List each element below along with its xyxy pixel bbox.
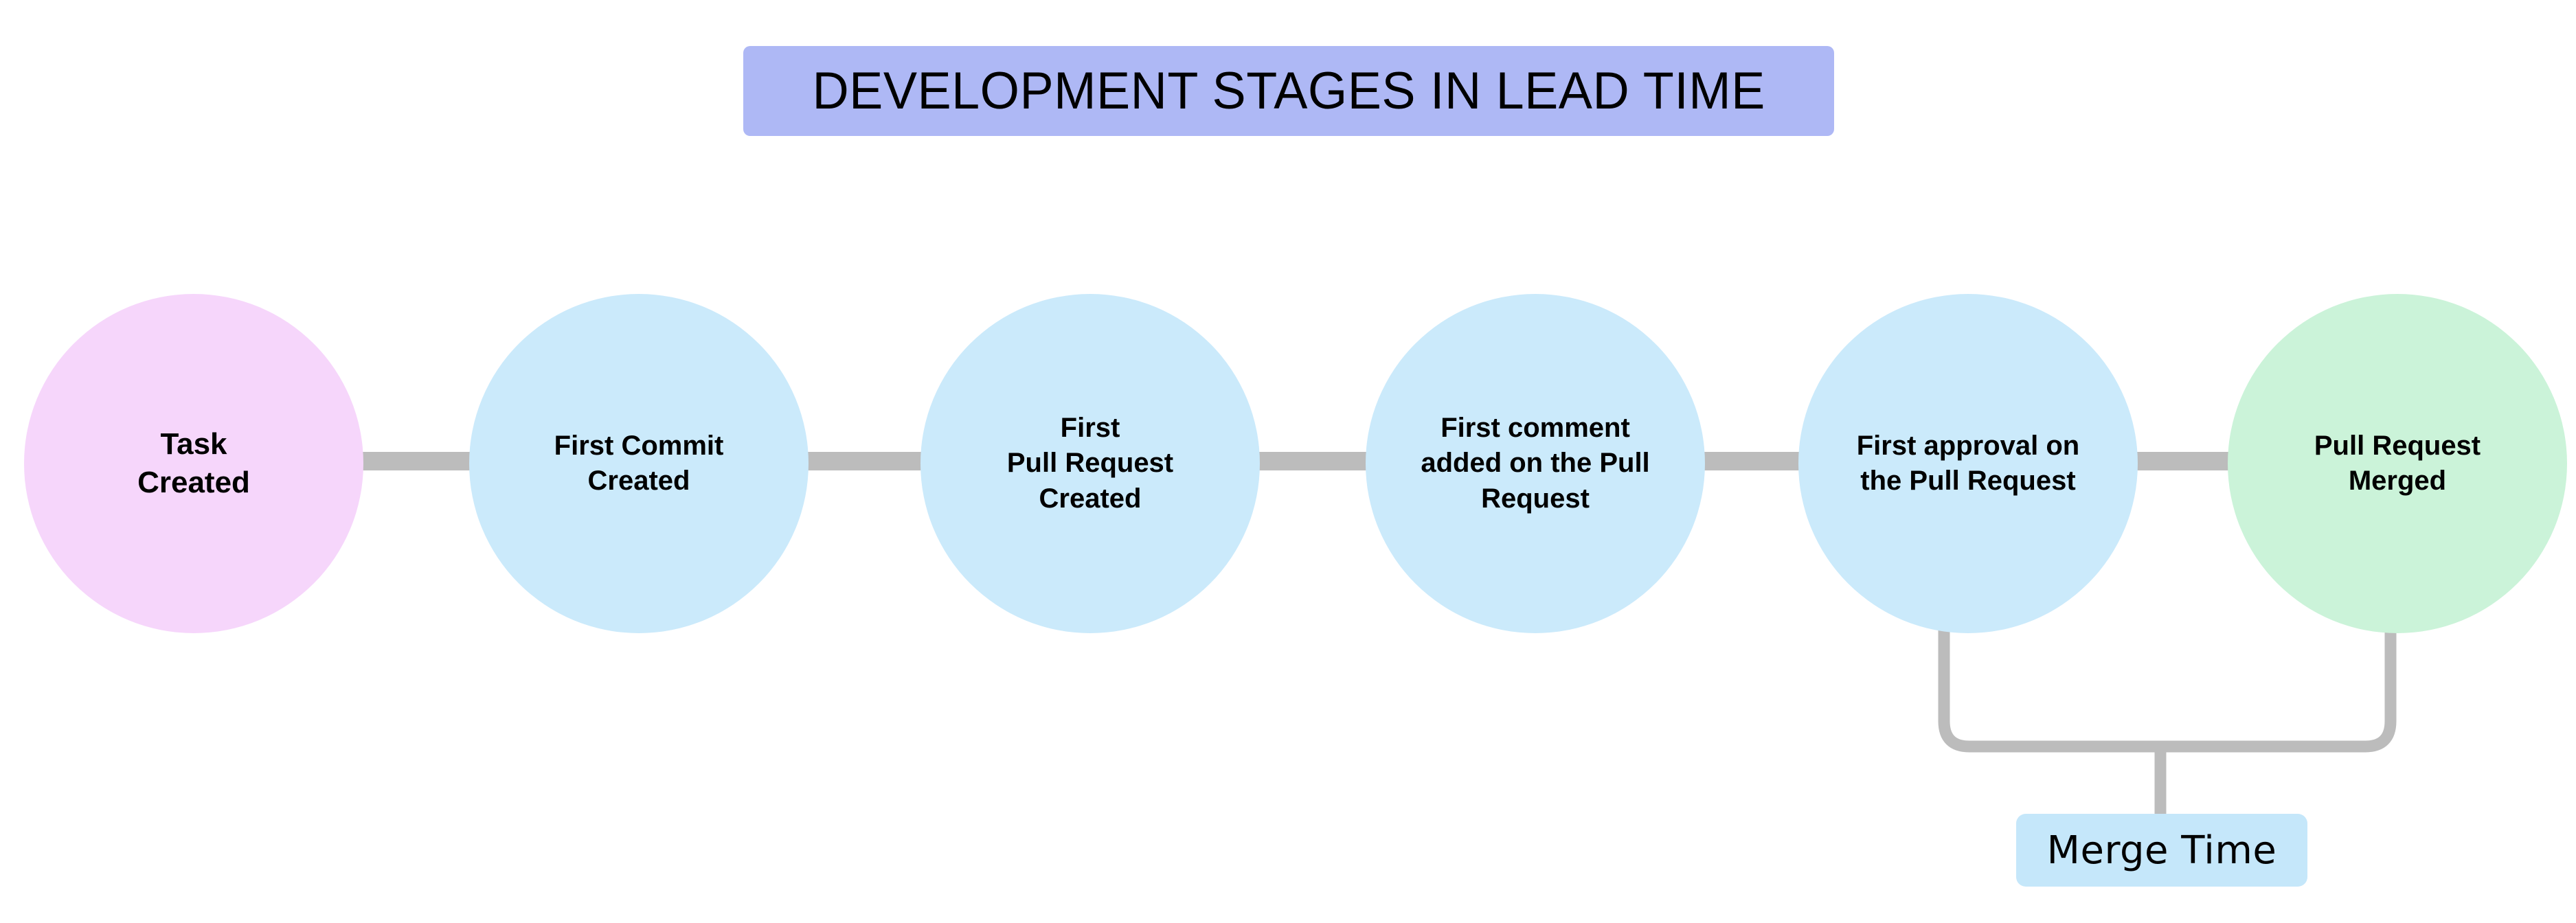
connector-commit-to-pr	[793, 452, 936, 470]
stage-node-first-approval[interactable]: First approval on the Pull Request	[1798, 294, 2138, 633]
connector-comment-to-approval	[1690, 452, 1814, 470]
merge-time-label: Merge Time	[2046, 828, 2277, 873]
connector-task-to-commit	[347, 452, 484, 470]
merge-time-badge[interactable]: Merge Time	[2016, 814, 2307, 887]
merge-time-bracket	[1938, 618, 2397, 817]
stage-node-first-comment-added[interactable]: First comment added on the Pull Request	[1366, 294, 1705, 633]
stage-label-task-created: Task Created	[137, 426, 250, 499]
stage-label-first-approval: First approval on the Pull Request	[1856, 430, 2080, 496]
stage-node-task-created[interactable]: Task Created	[24, 294, 363, 633]
stage-label-first-pull-request-created: First Pull Request Created	[1006, 413, 1174, 514]
stage-node-first-commit-created[interactable]: First Commit Created	[469, 294, 809, 633]
stage-label-pull-request-merged: Pull Request Merged	[2314, 430, 2481, 496]
diagram-title-banner: DEVELOPMENT STAGES IN LEAD TIME	[743, 46, 1834, 136]
stage-label-first-commit-created: First Commit Created	[554, 430, 724, 496]
stage-node-pull-request-merged[interactable]: Pull Request Merged	[2228, 294, 2567, 633]
connector-approval-to-merged	[2123, 452, 2243, 470]
page-title: DEVELOPMENT STAGES IN LEAD TIME	[812, 62, 1765, 120]
stage-label-first-comment-added: First comment added on the Pull Request	[1421, 413, 1650, 514]
stage-node-first-pull-request-created[interactable]: First Pull Request Created	[920, 294, 1260, 633]
connector-pr-to-comment	[1245, 452, 1381, 470]
